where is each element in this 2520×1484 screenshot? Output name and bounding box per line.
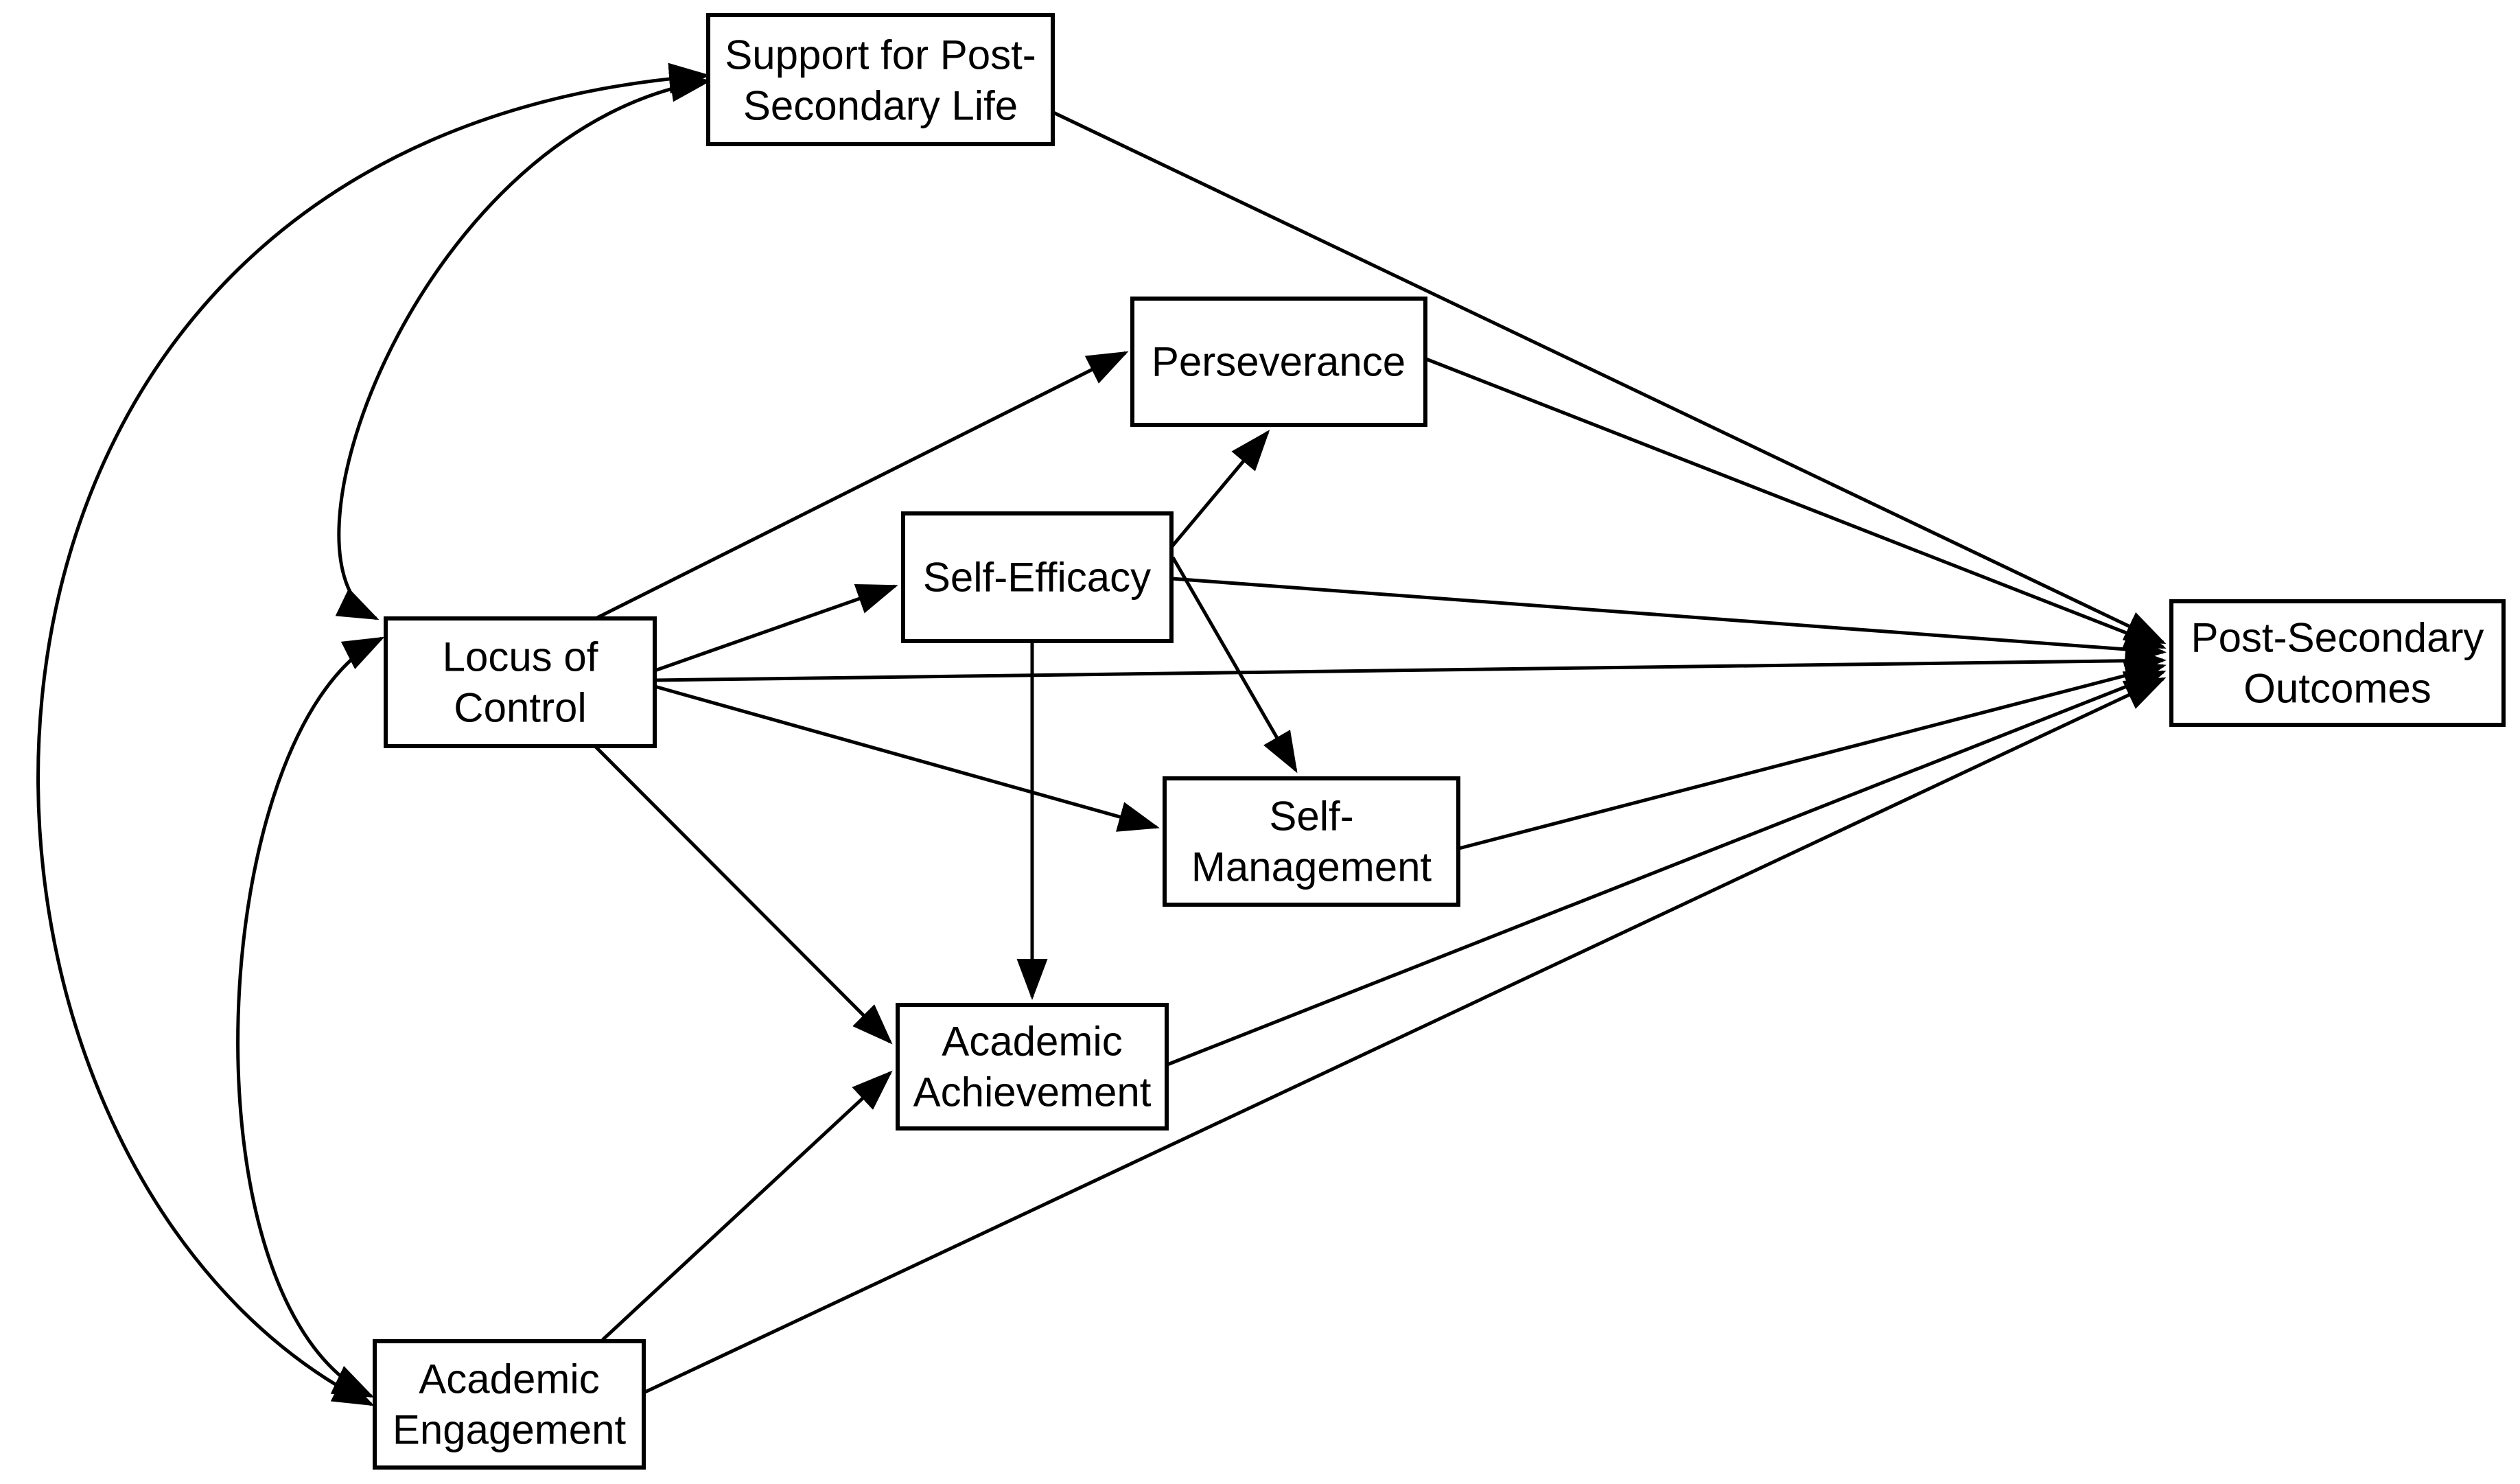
node-label-line2: Outcomes bbox=[2243, 666, 2431, 712]
node-label-line1: Locus of bbox=[443, 634, 598, 680]
node-box bbox=[2169, 599, 2506, 727]
node-label-line1: Post-Secondary bbox=[2191, 615, 2484, 661]
edge-perseverance-to-outcomes bbox=[1425, 357, 2167, 649]
edges-layer bbox=[36, 62, 2167, 1406]
edge-engagement-to-outcomes bbox=[644, 677, 2167, 1394]
node-label-line1: Self- bbox=[1269, 793, 1353, 839]
node-box bbox=[896, 1003, 1169, 1131]
node-support-for-post-secondary-life: Support for Post- Secondary Life bbox=[706, 13, 1055, 146]
node-academic-engagement: Academic Engagement bbox=[373, 1339, 646, 1470]
node-post-secondary-outcomes: Post-Secondary Outcomes bbox=[2169, 599, 2506, 727]
node-box bbox=[384, 616, 657, 748]
node-label-line1: Academic bbox=[942, 1019, 1122, 1065]
node-locus-of-control: Locus of Control bbox=[384, 616, 657, 748]
edge-engagement-to-achievement bbox=[601, 1070, 893, 1341]
covariance-support-engagement bbox=[36, 62, 710, 1406]
edge-locus-to-achievement bbox=[594, 745, 893, 1045]
covariance-locus-engagement bbox=[236, 636, 385, 1398]
edge-locus-to-self-management bbox=[654, 684, 1160, 832]
edge-support-to-outcomes bbox=[1035, 102, 2167, 645]
edge-locus-to-perseverance bbox=[596, 351, 1129, 620]
node-box bbox=[1163, 776, 1460, 907]
node-label-line2: Control bbox=[454, 685, 586, 731]
node-label-line1: Academic bbox=[419, 1356, 599, 1402]
node-academic-achievement: Academic Achievement bbox=[896, 1003, 1169, 1131]
node-self-efficacy: Self-Efficacy bbox=[901, 511, 1174, 643]
covariance-support-locus bbox=[335, 71, 712, 621]
edge-self-efficacy-to-perseverance bbox=[1170, 430, 1270, 548]
nodes-layer: Support for Post- Secondary Life Perseve… bbox=[373, 13, 2506, 1470]
edge-locus-to-self-efficacy bbox=[654, 584, 898, 673]
node-label-line2: Management bbox=[1191, 844, 1432, 890]
node-box bbox=[1130, 297, 1427, 427]
node-label-line2: Secondary Life bbox=[743, 83, 1018, 129]
node-self-management: Self- Management bbox=[1163, 776, 1460, 907]
node-label-line2: Engagement bbox=[393, 1407, 627, 1453]
edge-self-efficacy-to-self-management bbox=[1171, 556, 1298, 774]
node-box bbox=[706, 13, 1055, 146]
node-box bbox=[901, 511, 1174, 643]
node-label-line1: Support for Post- bbox=[725, 32, 1036, 78]
edge-self-efficacy-to-outcomes bbox=[1171, 577, 2167, 665]
node-label-line1: Perseverance bbox=[1152, 339, 1405, 385]
node-box bbox=[373, 1339, 646, 1470]
edge-locus-to-outcomes bbox=[654, 645, 2167, 682]
node-perseverance: Perseverance bbox=[1130, 297, 1427, 427]
node-label-line1: Self-Efficacy bbox=[923, 555, 1151, 601]
edge-achievement-to-outcomes bbox=[1167, 670, 2167, 1067]
edge-self-management-to-outcomes bbox=[1458, 660, 2167, 850]
node-label-line2: Achievement bbox=[913, 1069, 1152, 1115]
